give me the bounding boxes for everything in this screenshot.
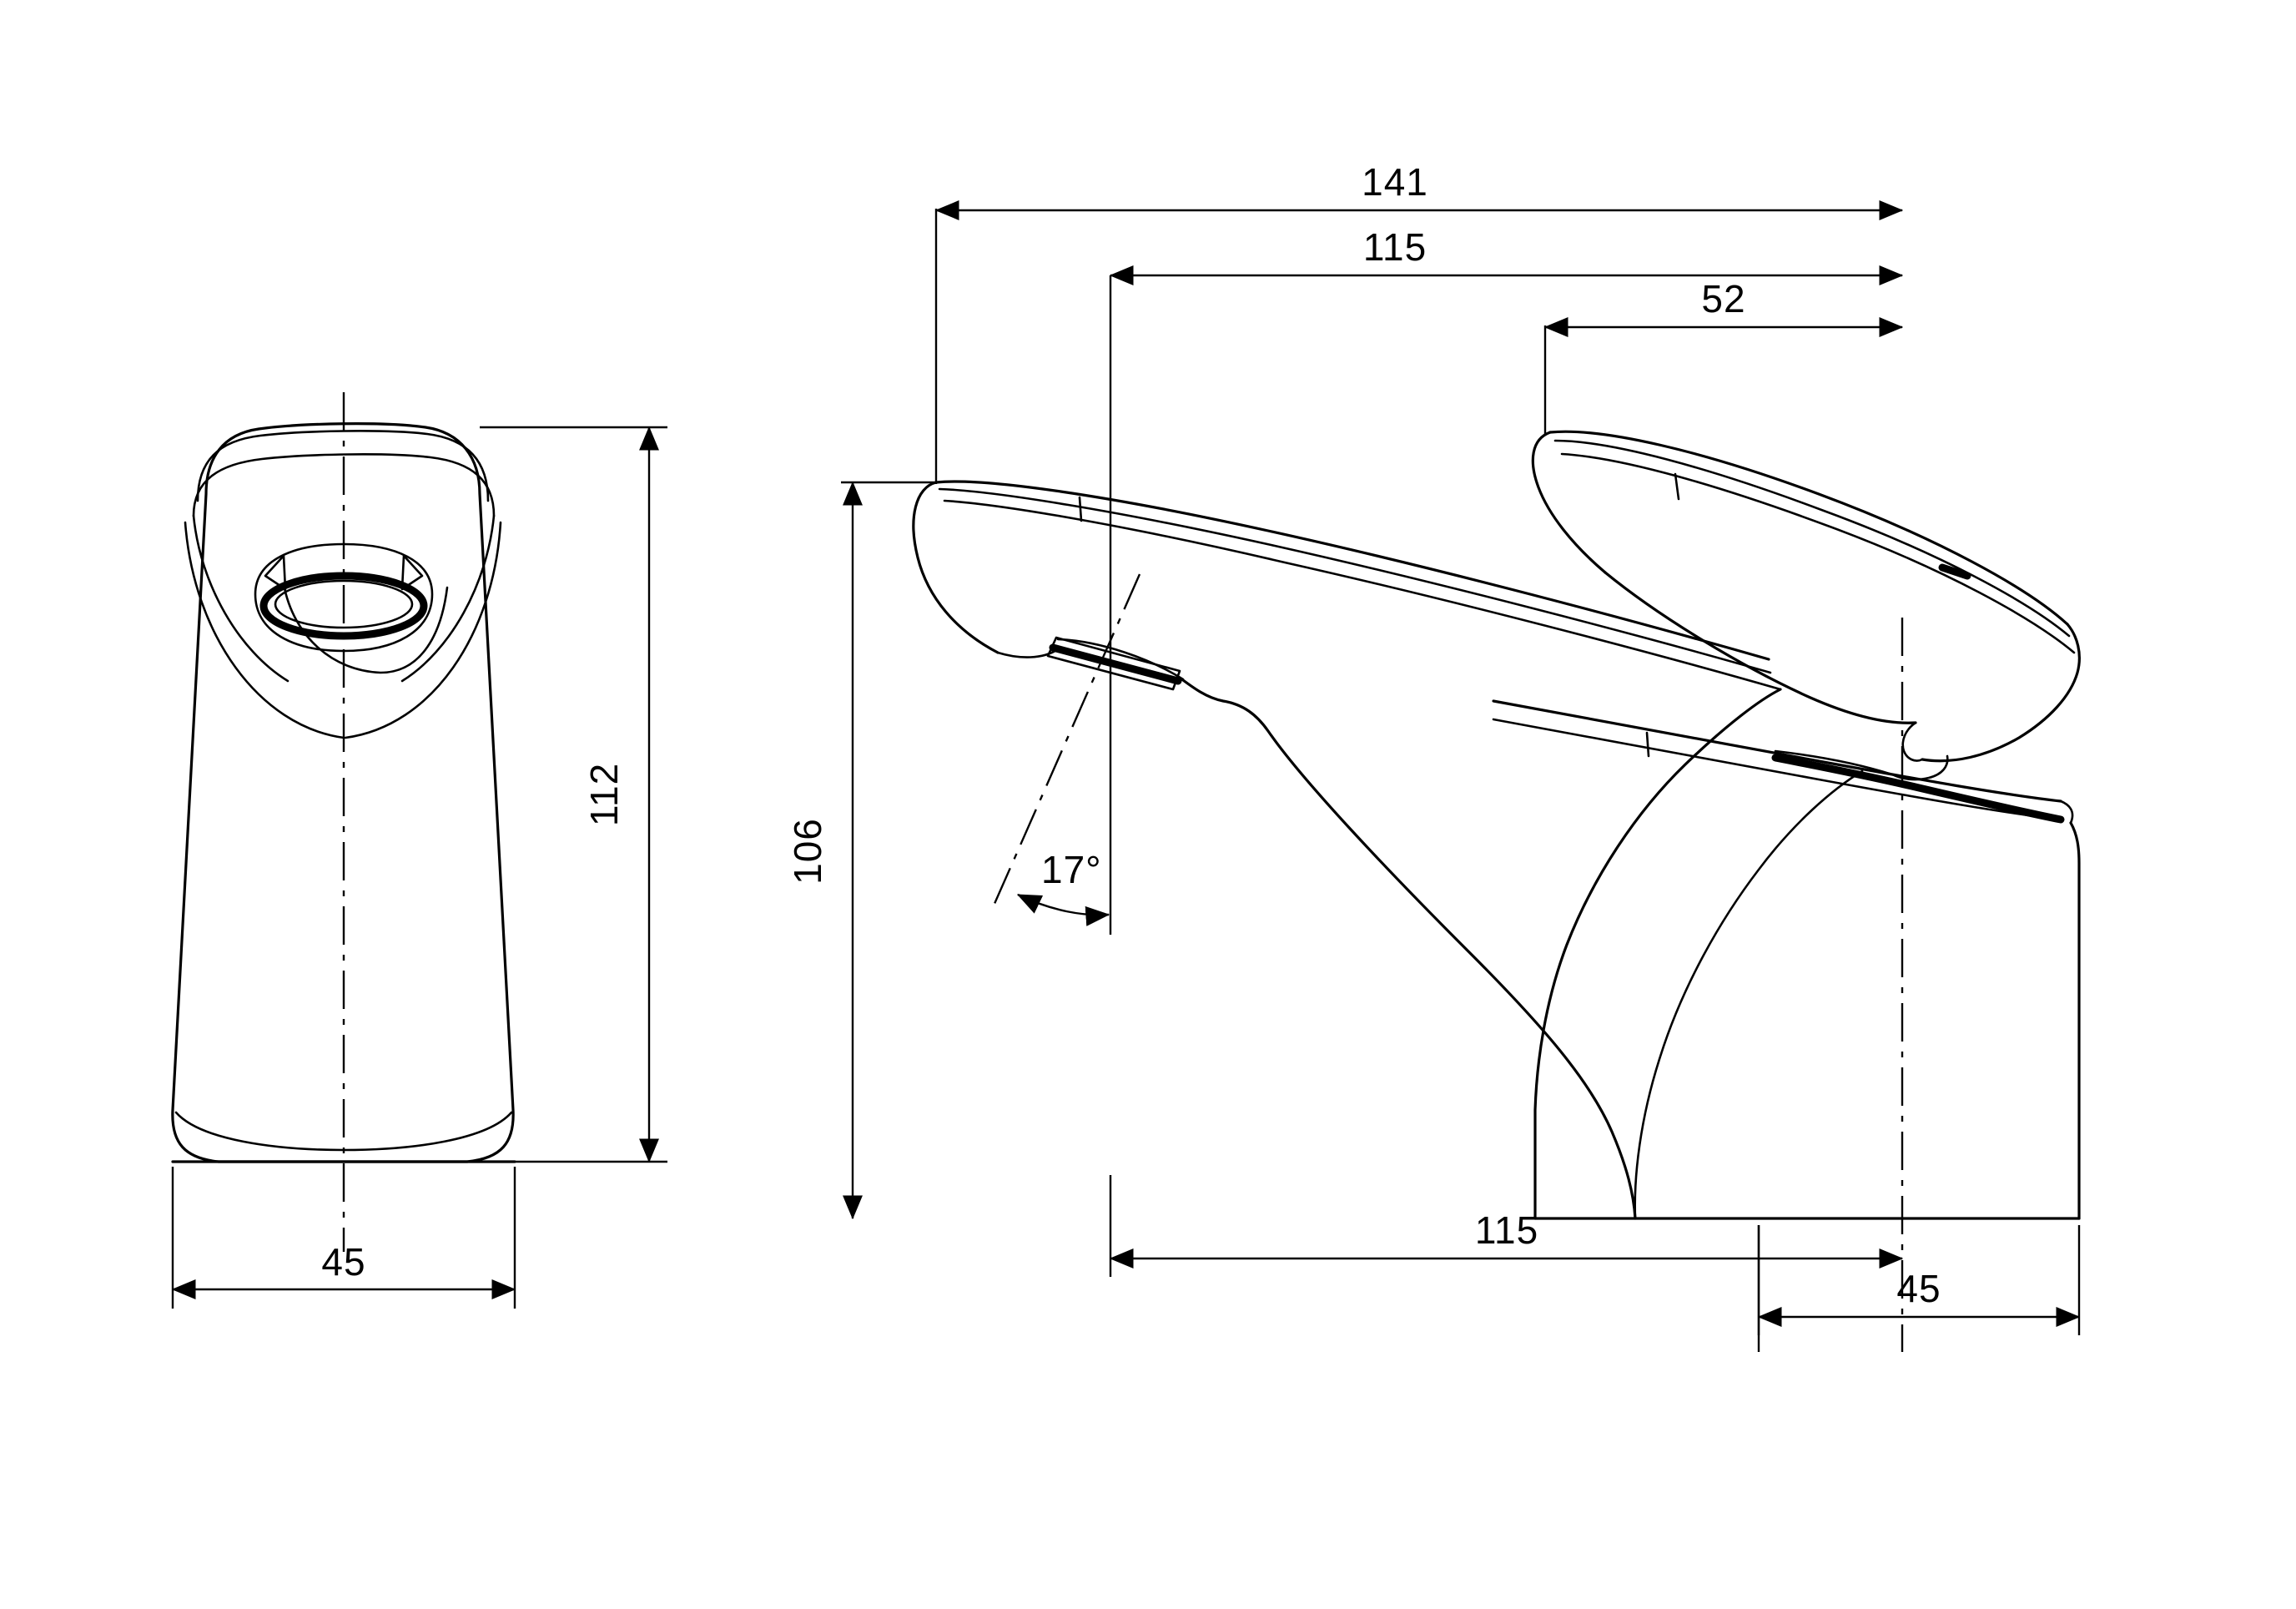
dim-45-left-text: 45 [321,1240,365,1284]
dim-52-text: 52 [1701,277,1745,320]
body-cap-top-line [1492,699,2062,803]
front-valley-right [400,514,496,683]
aerator-seat-rim [254,542,434,653]
spout-aerator-outlet [1049,643,1182,685]
spout-underside-right [1178,676,1637,1220]
spout-second-seam [943,499,1782,691]
front-valley-floor [282,583,449,674]
dim-115-bottom-text: 115 [1475,1208,1538,1252]
front-rim-upper-arc [196,430,490,502]
body-cap-gasket [1771,754,2065,824]
dim-112: 112 [480,426,667,1163]
dim-106-text: 106 [786,818,829,885]
front-view [171,392,516,1252]
side-view [912,430,2081,1352]
front-valley-left [192,514,290,683]
spout-upper-seam [938,487,1772,674]
spout-outer-falling-edge [1533,688,1782,1220]
lever-underside [1604,571,1917,724]
dim-45-right: 45 [1757,1225,2081,1335]
angle-17-text: 17° [1041,848,1102,891]
dim-52: 52 [1543,277,1904,434]
front-valley-sweep-right [344,521,502,739]
dim-112-text: 112 [582,763,626,826]
angle-17: 17° [989,275,1141,935]
angle-17-arc [1016,893,1110,926]
body-cap-tick-left [1645,731,1650,758]
lever-seam-upper [1553,439,2071,638]
lever-right-taper [1921,623,2081,763]
dim-106: 106 [786,481,938,1220]
dim-115-top: 115 [1109,225,1904,285]
aerator-seat-bridge-left [264,554,287,591]
front-valley-sweep-left [184,521,345,739]
spout-underside-left [996,648,1060,658]
front-rim-lower-arc [192,453,496,517]
dim-45-left: 45 [171,1167,516,1309]
body-cap-recess-left [1774,749,1894,776]
body-cap-second-line [1492,718,2062,821]
lever-face-tick [1674,472,1680,501]
dim-141: 141 [934,160,1904,484]
body-top-right-fillet [2059,799,2074,825]
spout-axis-centerline [989,573,1141,912]
body-right-wall [2069,821,2081,1220]
dim-45-right-text: 45 [1896,1267,1941,1310]
body-left-profile [1634,769,1864,1220]
dim-115-bottom: 115 [1109,1175,1904,1352]
lever-nose-cap [1531,431,1607,574]
lever-top-edge [1548,430,2069,626]
aerator-inner-ring [274,579,414,629]
spout-top-edge [934,480,1770,661]
dim-141-text: 141 [1362,160,1428,204]
lever-seam-lower [1560,452,2076,654]
spout-tip-nose [912,481,999,654]
lever-pivot-collar-top [1901,721,1924,762]
spout-face-tick [1078,496,1083,522]
lever-tip-accent [1938,563,1971,580]
dim-115-top-text: 115 [1363,225,1427,269]
aerator-seat-bridge-right [400,554,424,591]
spout-aerator-lip [1056,638,1185,681]
